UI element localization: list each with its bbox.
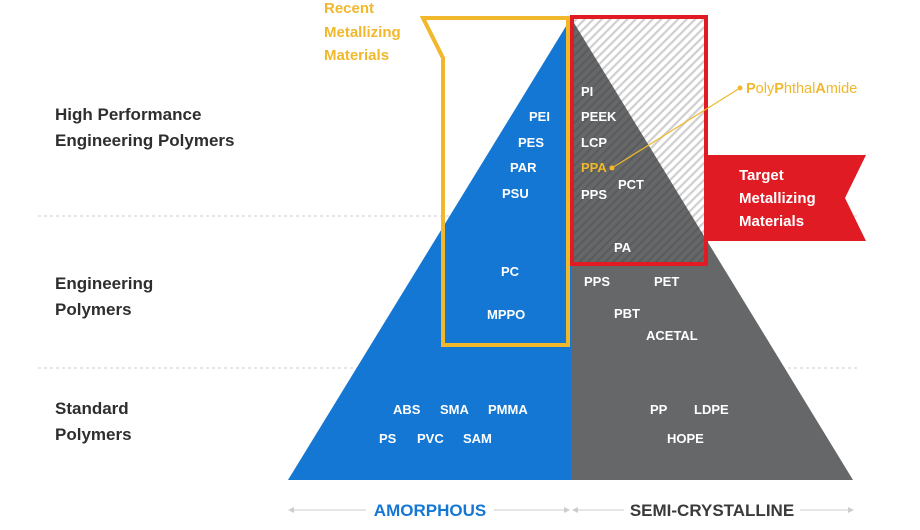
recent-label-2: Metallizing <box>324 24 401 41</box>
ppa-callout-dot <box>737 85 743 91</box>
polymer-label: MPPO <box>487 307 525 322</box>
arrow-left-icon <box>288 507 294 513</box>
polymer-label: PEEK <box>581 109 617 124</box>
polymer-label: SMA <box>440 402 470 417</box>
polymer-label: PES <box>518 135 544 150</box>
target-label-3: Materials <box>739 213 804 230</box>
polymer-label: ACETAL <box>646 328 698 343</box>
target-materials-frame <box>570 15 708 266</box>
ppa-callout-line <box>611 87 741 169</box>
tier-label-std-1: Standard <box>55 399 129 418</box>
arrow-left-icon <box>572 507 578 513</box>
polymer-label: ABS <box>393 402 421 417</box>
ppa-full-name: PolyPhthalAmide <box>746 81 857 97</box>
polymer-label: PC <box>501 264 520 279</box>
polymer-label: PBT <box>614 306 640 321</box>
polymer-label: PSU <box>502 186 529 201</box>
tier-label-eng-1: Engineering <box>55 274 153 293</box>
axis-label-amorphous: AMORPHOUS <box>374 501 486 520</box>
polymer-label: PVC <box>417 431 444 446</box>
tier-label-std-2: Polymers <box>55 425 132 444</box>
polymer-label: PEI <box>529 109 550 124</box>
polymer-label: PET <box>654 274 679 289</box>
polymer-label: HOPE <box>667 431 704 446</box>
polymer-label-ppa: PPA <box>581 160 607 175</box>
target-flag <box>707 155 866 241</box>
polymer-label: PA <box>614 240 632 255</box>
tier-label-eng-2: Polymers <box>55 300 132 319</box>
axis-label-semicrystalline: SEMI-CRYSTALLINE <box>630 501 794 520</box>
polymer-label: PS <box>379 431 397 446</box>
recent-label-1: Recent <box>324 0 374 17</box>
polymer-label: PI <box>581 84 593 99</box>
polymer-label: PP <box>650 402 668 417</box>
target-label-2: Metallizing <box>739 190 816 207</box>
polymer-label: PMMA <box>488 402 528 417</box>
polymer-label: LCP <box>581 135 607 150</box>
polymer-label: PAR <box>510 160 537 175</box>
arrow-right-icon <box>848 507 854 513</box>
ppa-callout-dot <box>609 165 615 171</box>
polymer-label: PPS <box>584 274 610 289</box>
tier-label-high-1: High Performance <box>55 105 201 124</box>
tier-label-high-2: Engineering Polymers <box>55 131 235 150</box>
polymer-label: SAM <box>463 431 492 446</box>
polymer-label: PCT <box>618 177 644 192</box>
polymer-label: PPS <box>581 187 607 202</box>
recent-label-3: Materials <box>324 47 389 64</box>
recent-materials-frame <box>419 16 570 347</box>
target-label-1: Target <box>739 167 784 184</box>
amorphous-half <box>288 18 571 480</box>
polymer-label: LDPE <box>694 402 729 417</box>
arrow-right-icon <box>564 507 570 513</box>
